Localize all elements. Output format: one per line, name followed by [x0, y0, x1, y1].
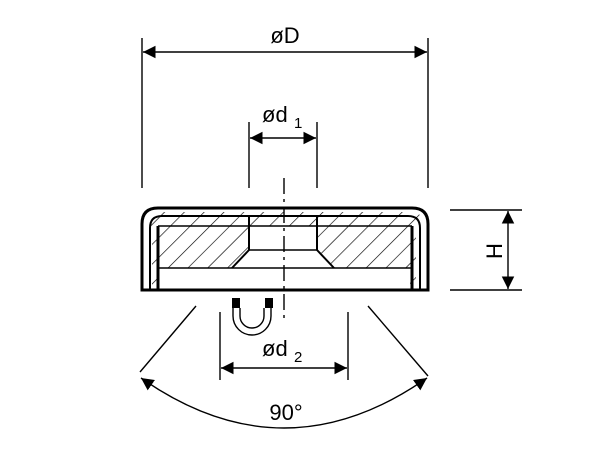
- inner-diameter-2-label: ød: [262, 336, 288, 361]
- right-hatched-section: [317, 226, 416, 286]
- inner-diameter-1-subscript: 1: [294, 115, 302, 132]
- height-label: H: [482, 243, 507, 259]
- angle-arc: [140, 377, 428, 429]
- height-extensions: [450, 209, 522, 291]
- magnet-symbol: [232, 298, 273, 336]
- magnet-cross-section: [140, 206, 430, 292]
- inner-diameter-2-subscript: 2: [294, 349, 302, 366]
- angle-extensions: [139, 305, 429, 377]
- outer-diameter-extensions: [141, 38, 429, 188]
- angle-label: 90°: [269, 400, 302, 425]
- top-rim-hatched: [146, 212, 424, 226]
- inner-diameter-1-extensions: [248, 122, 318, 188]
- outer-diameter-label: øD: [270, 23, 299, 48]
- outer-outline: [140, 206, 430, 292]
- inner-diameter-1-label: ød: [262, 102, 288, 127]
- inner-diameter-2-extensions: [219, 312, 349, 380]
- left-hatched-section: [152, 226, 249, 286]
